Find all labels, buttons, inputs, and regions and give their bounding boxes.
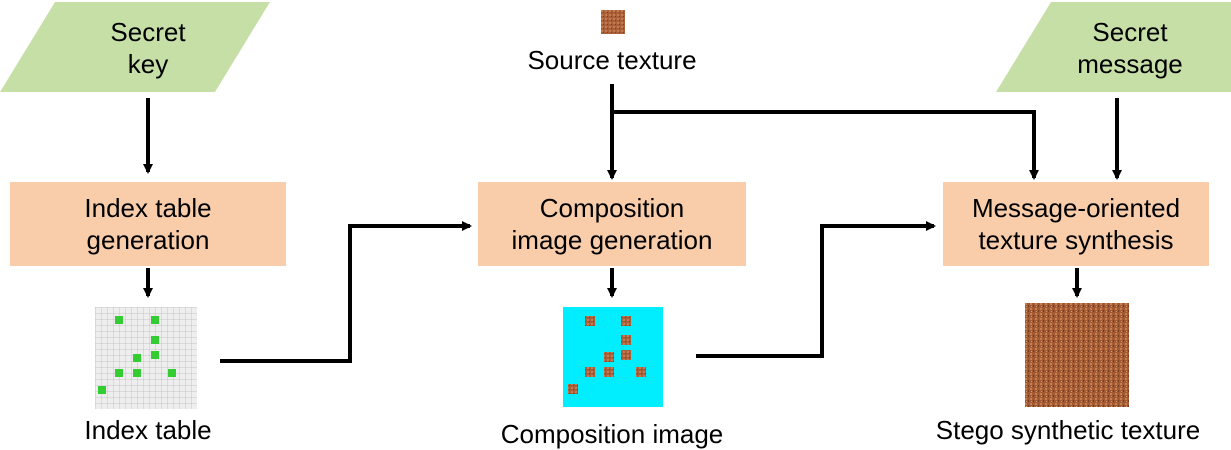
secret-key-label: Secret key [110,17,186,79]
index-table-image [95,307,197,409]
source-texture-swatch [601,10,625,34]
stego-texture-label: Stego synthetic texture [935,415,1201,445]
stego-texture-image [1025,303,1129,407]
arrow-composition-to-synthesis [696,221,936,358]
source-texture-label: Source texture [527,45,697,75]
index-table-label: Index table [84,415,212,445]
arrow-table-to-composition-gen [220,221,472,363]
index-table-generation-box: Index table generation [10,182,286,266]
composition-image-label: Composition image [500,419,724,449]
secret-message-shape [996,2,1231,92]
composition-image [563,307,663,407]
texture-synthesis-box: Message-oriented texture synthesis [943,182,1209,266]
composition-image-generation-box: Composition image generation [478,182,746,266]
arrow-source-to-synthesis [612,110,1039,180]
secret-key-shape [0,2,270,92]
secret-message-label: Secret message [1077,17,1183,79]
